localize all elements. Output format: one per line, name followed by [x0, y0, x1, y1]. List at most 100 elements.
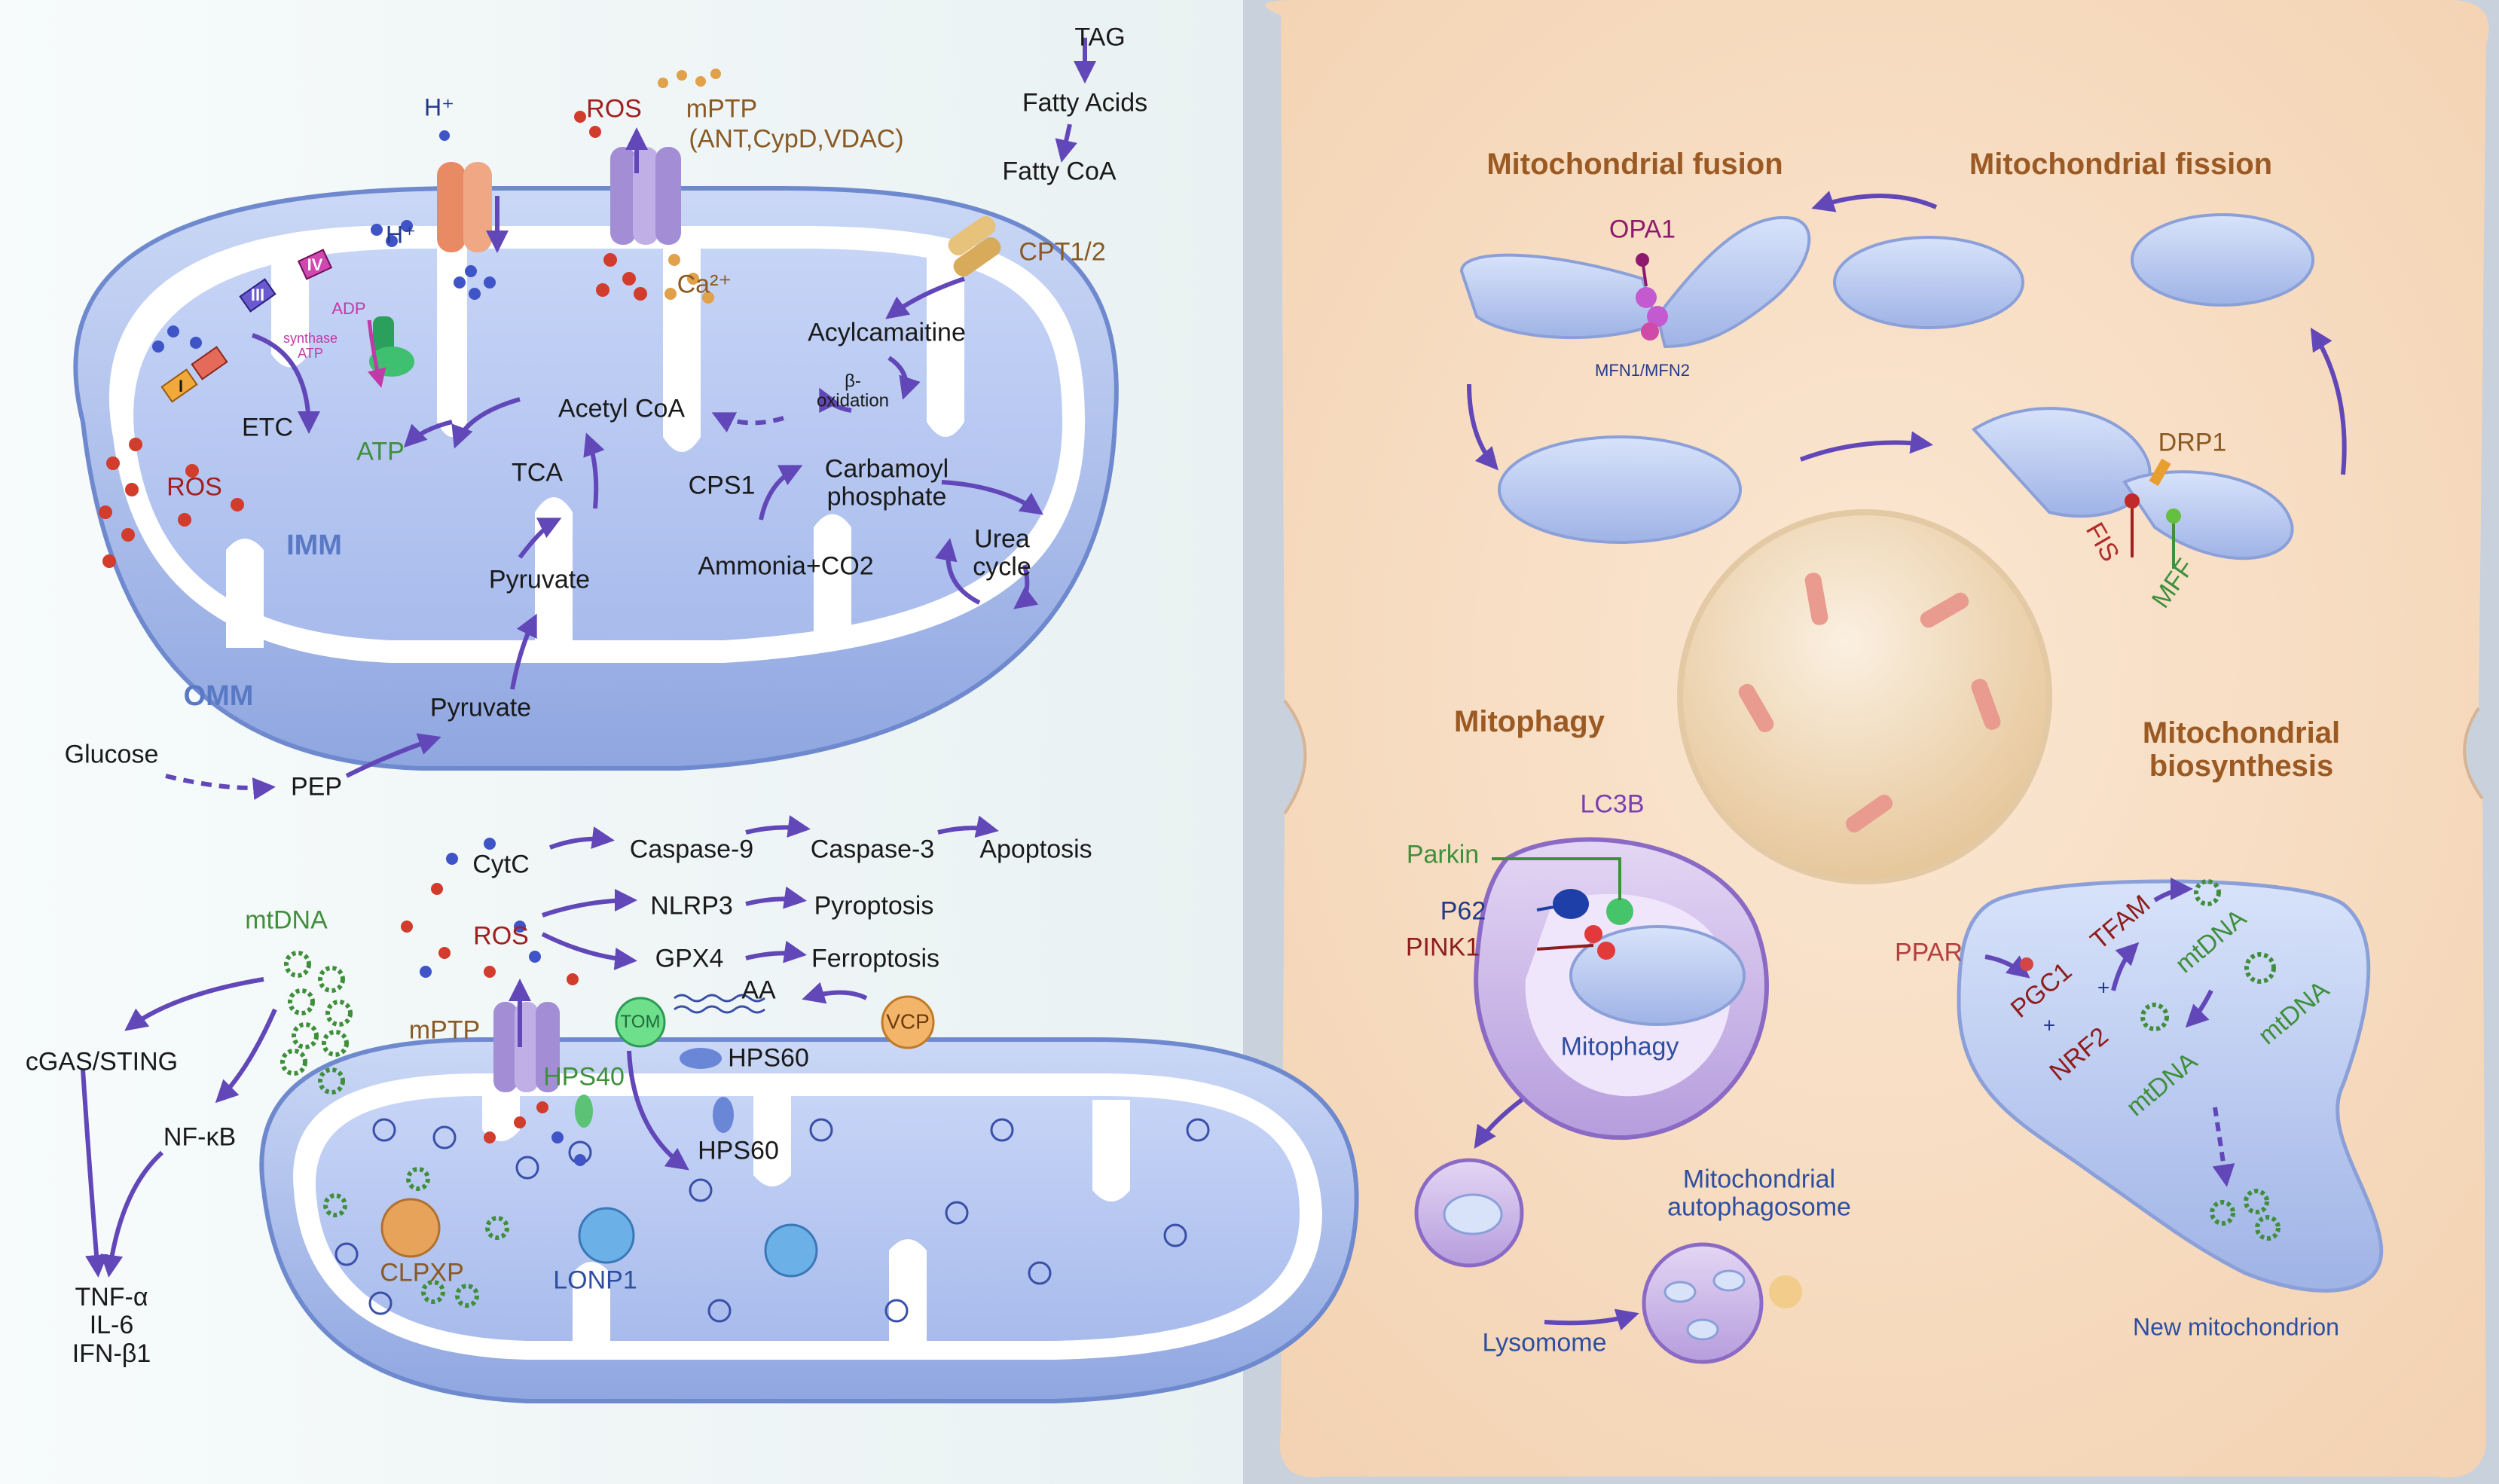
calcium-particles: [658, 69, 721, 304]
mptp-channel-bottom: [493, 1002, 560, 1092]
hps60-label-b: HPS60: [698, 1136, 779, 1165]
pgc1-label: PGC1: [2005, 957, 2078, 1024]
fatty-coa-label: Fatty CoA: [1002, 157, 1117, 186]
h-plus-top-label: H⁺: [424, 93, 454, 121]
proton-channel: [437, 162, 492, 252]
lonp1-protease-2: [764, 1223, 818, 1278]
growing-mitochondrion: [1957, 879, 2384, 1293]
plus-sign-1: +: [2042, 1013, 2056, 1037]
ammonia-co2-label: Ammonia+CO2: [698, 551, 874, 581]
new-mtdna-circles: [2140, 879, 2281, 1241]
cpt-transporter: [948, 215, 1001, 277]
biosynthesis-arrows: [1984, 878, 2235, 1187]
lonp1-protease: [578, 1207, 635, 1264]
complex-i-label: I: [178, 376, 184, 395]
receptor-cluster: [1492, 857, 1633, 960]
beta-oxidation-label: β- oxidation: [816, 371, 890, 411]
glucose-label: Glucose: [64, 740, 159, 769]
lysosome-step: [1414, 1158, 1524, 1268]
mitochondrial-autophagosome: [1642, 1242, 1802, 1364]
calcium-label: Ca²⁺: [677, 270, 732, 299]
ros-particles: [99, 111, 647, 568]
mtdna-cluster: [280, 951, 509, 1308]
ppar-marker: [2020, 957, 2033, 971]
fusing-mitochondria: [1459, 215, 1811, 349]
adp-to-atp-arrow: [367, 319, 386, 388]
hps40-label: HPS40: [543, 1062, 625, 1092]
carbamoyl-phosphate-label: Carbamoyl phosphate: [824, 454, 949, 511]
pathway-arrows-bottom: [81, 815, 999, 1278]
fatty-acids-label: Fatty Acids: [1022, 88, 1148, 118]
imm-label: IMM: [286, 530, 342, 562]
mtdna-right-2: mtDNA: [2253, 975, 2335, 1051]
biosynthesis-title: Mitochondrial biosynthesis: [2142, 716, 2341, 783]
cpt-label: CPT1/2: [1019, 237, 1106, 267]
mptp-bottom-label: mPTP: [408, 1015, 481, 1045]
dynamics-arrows: [1467, 191, 2347, 475]
omm-label: OMM: [183, 680, 254, 713]
proton-particles: [152, 130, 496, 353]
mtdna-right-3: mtDNA: [2121, 1046, 2203, 1122]
etc-complexes: [160, 249, 333, 403]
ppar-label: PPAR: [1894, 938, 1963, 967]
cytc-ros-particles: [401, 838, 586, 1166]
adp-label: ADP: [331, 298, 366, 318]
lc3b-label: LC3B: [1580, 789, 1645, 819]
plus-sign-2: +: [2097, 976, 2110, 1000]
synthase-atp-label: synthase ATP: [283, 331, 338, 361]
pink1-label: PINK1: [1405, 933, 1480, 962]
mtdna-right-1: mtDNA: [2170, 903, 2252, 979]
pyruvate-outer-label: Pyruvate: [429, 693, 532, 722]
fused-mitochondrion: [1498, 435, 1742, 544]
pyruvate-inner-label: Pyruvate: [488, 565, 591, 594]
mtdna-label: mtDNA: [245, 905, 328, 935]
pathway-arrows-top: [165, 38, 1096, 800]
autophagosome-label: Mitochondrial autophagosome: [1667, 1165, 1851, 1222]
tag-label: TAG: [1074, 23, 1126, 52]
pyroptosis-label: Pyroptosis: [814, 891, 934, 921]
cytokines-label: TNF-α IL-6 IFN-β1: [72, 1282, 151, 1368]
mitophagy-arrows: [1474, 1098, 1639, 1331]
cytc-label: CytC: [472, 850, 530, 879]
mptp-components-label: (ANT,CypD,VDAC): [689, 124, 904, 154]
fission-title: Mitochondrial fission: [1969, 148, 2273, 181]
caspase3-label: Caspase-3: [810, 835, 935, 864]
complex-iii-label: III: [250, 285, 265, 304]
p62-label: P62: [1440, 896, 1486, 926]
gpx4-label: GPX4: [655, 944, 724, 973]
ros-inner-label: ROS: [166, 472, 222, 502]
ros-bottom-label: ROS: [473, 921, 529, 951]
mitophagy-title: Mitophagy: [1454, 705, 1605, 738]
clpxp-label: CLPXP: [380, 1258, 464, 1287]
apoptosis-label: Apoptosis: [979, 835, 1092, 864]
hps60-chaperone-2: [713, 1097, 734, 1133]
acylcarnitine-label: Acylcamaitine: [808, 318, 966, 347]
hps60-label-a: HPS60: [728, 1043, 809, 1073]
lysosome-label: Lysomome: [1482, 1328, 1607, 1357]
hps60-chaperone: [680, 1048, 722, 1069]
drp1-label: DRP1: [2158, 428, 2227, 457]
etc-label: ETC: [242, 413, 293, 442]
lonp1-label: LONP1: [553, 1266, 637, 1295]
aa-label: AA: [741, 976, 776, 1005]
cgas-sting-label: cGAS/STING: [25, 1047, 179, 1076]
fusion-title: Mitochondrial fusion: [1486, 148, 1783, 181]
hps40-chaperone: [575, 1095, 593, 1128]
matrix-proteins: [335, 1118, 1210, 1323]
tfam-label: TFAM: [2085, 889, 2156, 956]
chromosomes: [1738, 573, 2001, 833]
ferroptosis-label: Ferroptosis: [811, 944, 940, 973]
acetyl-coa-label: Acetyl CoA: [558, 394, 686, 423]
urea-cycle-label: Urea cycle: [973, 524, 1031, 582]
clpxp-protease: [380, 1198, 441, 1258]
mfn-label: MFN1/MFN2: [1595, 360, 1690, 380]
h-plus-inner-label: H⁺: [386, 221, 416, 249]
ros-top-label: ROS: [586, 94, 642, 124]
mff-label: MFF: [2146, 554, 2201, 614]
vcp-protein: [881, 995, 935, 1049]
aa-wave: [674, 994, 765, 1003]
fis-label: FIS: [2079, 518, 2125, 567]
caspase9-label: Caspase-9: [629, 835, 754, 864]
new-mitochondrion-label: New mitochondrion: [2133, 1313, 2339, 1341]
tom-label: TOM: [620, 1011, 661, 1032]
